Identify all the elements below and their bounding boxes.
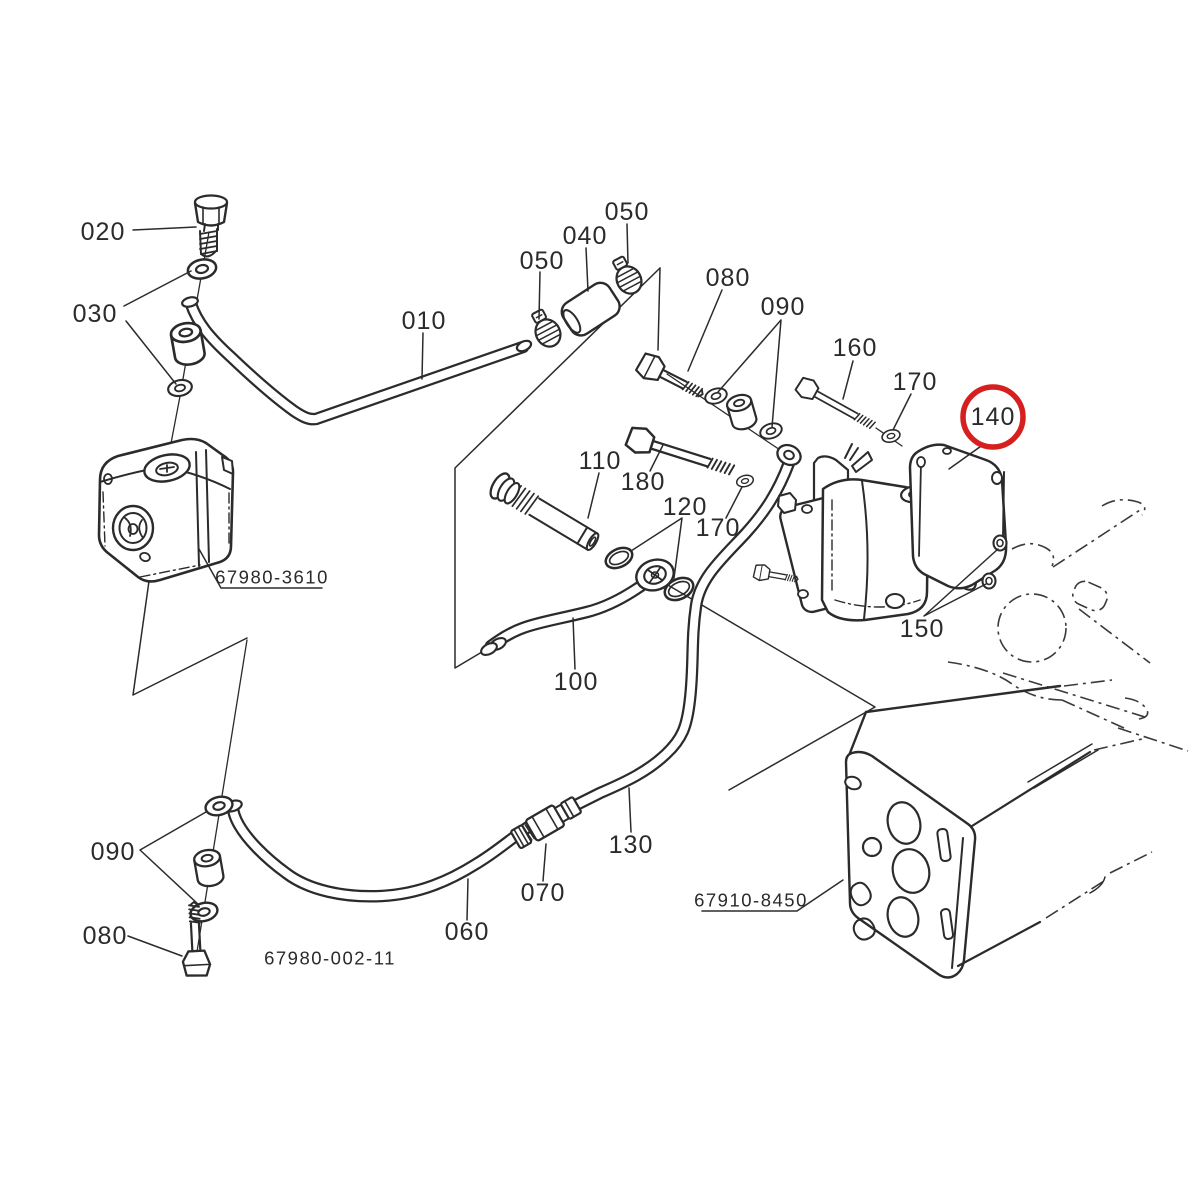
callout-label-110: 110 <box>579 447 622 475</box>
callout-label-020: 020 <box>81 218 126 246</box>
suction-pipe-100 <box>480 579 648 657</box>
washer-030-lower <box>165 376 195 400</box>
oil-pipe-010 <box>181 296 533 426</box>
mount-bolt-160 <box>792 374 880 436</box>
callout-label-060: 060 <box>445 918 490 946</box>
callout-label-040: 040 <box>563 222 608 250</box>
cover-plug-150-lower <box>981 572 997 590</box>
leader-lines <box>123 223 999 957</box>
washer-170-upper <box>879 427 903 445</box>
oil-pipe-060 <box>223 799 541 903</box>
threaded-pipe-110 <box>489 472 600 552</box>
engine-silhouette-ghost <box>947 498 1189 752</box>
pump-foot-bolt <box>884 592 906 610</box>
plane-boundary-lines <box>132 267 876 791</box>
assembly-axis-lines <box>167 231 903 959</box>
callout-label-170: 170 <box>893 368 938 396</box>
callout-label-090: 090 <box>91 838 136 866</box>
banjo-eye-100 <box>635 558 675 592</box>
pump-rear-cover-140 <box>908 443 1008 590</box>
callout-label-050: 050 <box>605 198 650 226</box>
part-number-label: 67980-3610 <box>215 567 329 588</box>
o-ring-120-right <box>663 576 695 602</box>
joint-bolt-080-top <box>633 349 710 407</box>
highlight-circle <box>960 384 1026 450</box>
pipe-coupler-070 <box>510 796 582 850</box>
callout-label-130: 130 <box>609 831 654 859</box>
callout-label-180: 180 <box>621 468 666 496</box>
o-ring-120-left <box>604 546 634 570</box>
callout-label-050: 050 <box>520 247 565 275</box>
spacer-090-bottom <box>191 846 226 890</box>
part-number-label: 67980-002-11 <box>264 948 396 969</box>
washer-170-lower <box>734 472 756 490</box>
callout-label-140-highlighted: 140 <box>971 403 1016 431</box>
part-number-label: 67910-8450 <box>694 890 808 911</box>
callout-label-070: 070 <box>521 879 566 907</box>
pump-assembly <box>752 443 1008 622</box>
callout-label-100: 100 <box>554 668 599 696</box>
callout-label-080: 080 <box>706 264 751 292</box>
hydraulic-pump-67980-3610 <box>97 437 235 583</box>
bushing-030 <box>168 319 208 369</box>
callout-label-120: 120 <box>663 493 708 521</box>
spacer-090-top <box>724 391 760 434</box>
oil-pipe-130 <box>541 443 802 826</box>
callout-label-080: 080 <box>83 922 128 950</box>
callout-label-160: 160 <box>833 334 878 362</box>
callout-label-030: 030 <box>73 300 118 328</box>
callout-label-170: 170 <box>696 514 741 542</box>
callout-label-010: 010 <box>402 307 447 335</box>
joint-bolt-020 <box>193 194 229 258</box>
callout-label-150: 150 <box>900 615 945 643</box>
cover-plug-150-upper <box>992 534 1008 552</box>
washer-030-upper <box>184 255 220 283</box>
hose-040 <box>560 281 621 337</box>
engine-block <box>844 679 1153 979</box>
washer-090-top-left <box>702 384 730 408</box>
callout-label-090: 090 <box>761 293 806 321</box>
